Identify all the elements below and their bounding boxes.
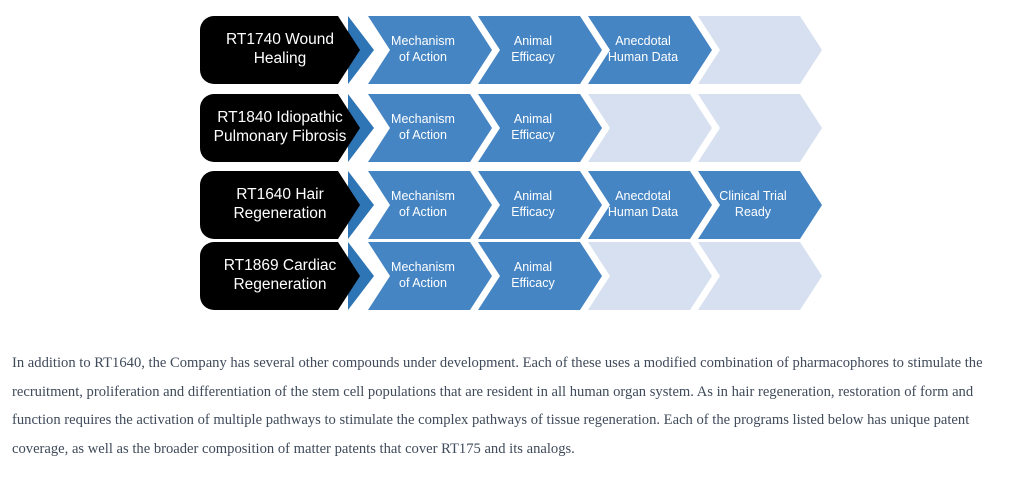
pipeline-stage[interactable] bbox=[698, 94, 822, 162]
chevron-shape bbox=[588, 94, 712, 162]
label-notch-wedge bbox=[348, 94, 374, 162]
label-notch-wedge bbox=[348, 171, 374, 239]
body-paragraph: In addition to RT1640, the Company has s… bbox=[12, 355, 983, 457]
chevron-shape bbox=[478, 242, 602, 310]
chevron-shape bbox=[478, 16, 602, 84]
chevron-shape bbox=[698, 94, 822, 162]
label-notch-wedge bbox=[348, 16, 374, 84]
chevron-shape bbox=[698, 242, 822, 310]
chevron-shape bbox=[478, 94, 602, 162]
chevron-shape bbox=[368, 94, 492, 162]
chevron-shape bbox=[368, 16, 492, 84]
pipeline-stage[interactable] bbox=[698, 242, 822, 310]
chevron-shape bbox=[368, 171, 492, 239]
body-paragraph-block: In addition to RT1640, the Company has s… bbox=[12, 349, 1002, 463]
pipeline-stage[interactable] bbox=[698, 16, 822, 84]
chevron-shape bbox=[368, 242, 492, 310]
chevron-shape bbox=[698, 16, 822, 84]
chevron-shape bbox=[698, 171, 822, 239]
chevron-shape bbox=[588, 171, 712, 239]
pipeline-stage[interactable] bbox=[588, 242, 712, 310]
chevron-shape bbox=[478, 171, 602, 239]
chevron-shape bbox=[588, 242, 712, 310]
pipeline-stage[interactable] bbox=[588, 94, 712, 162]
label-notch-wedge bbox=[348, 242, 374, 310]
chevron-shape bbox=[588, 16, 712, 84]
